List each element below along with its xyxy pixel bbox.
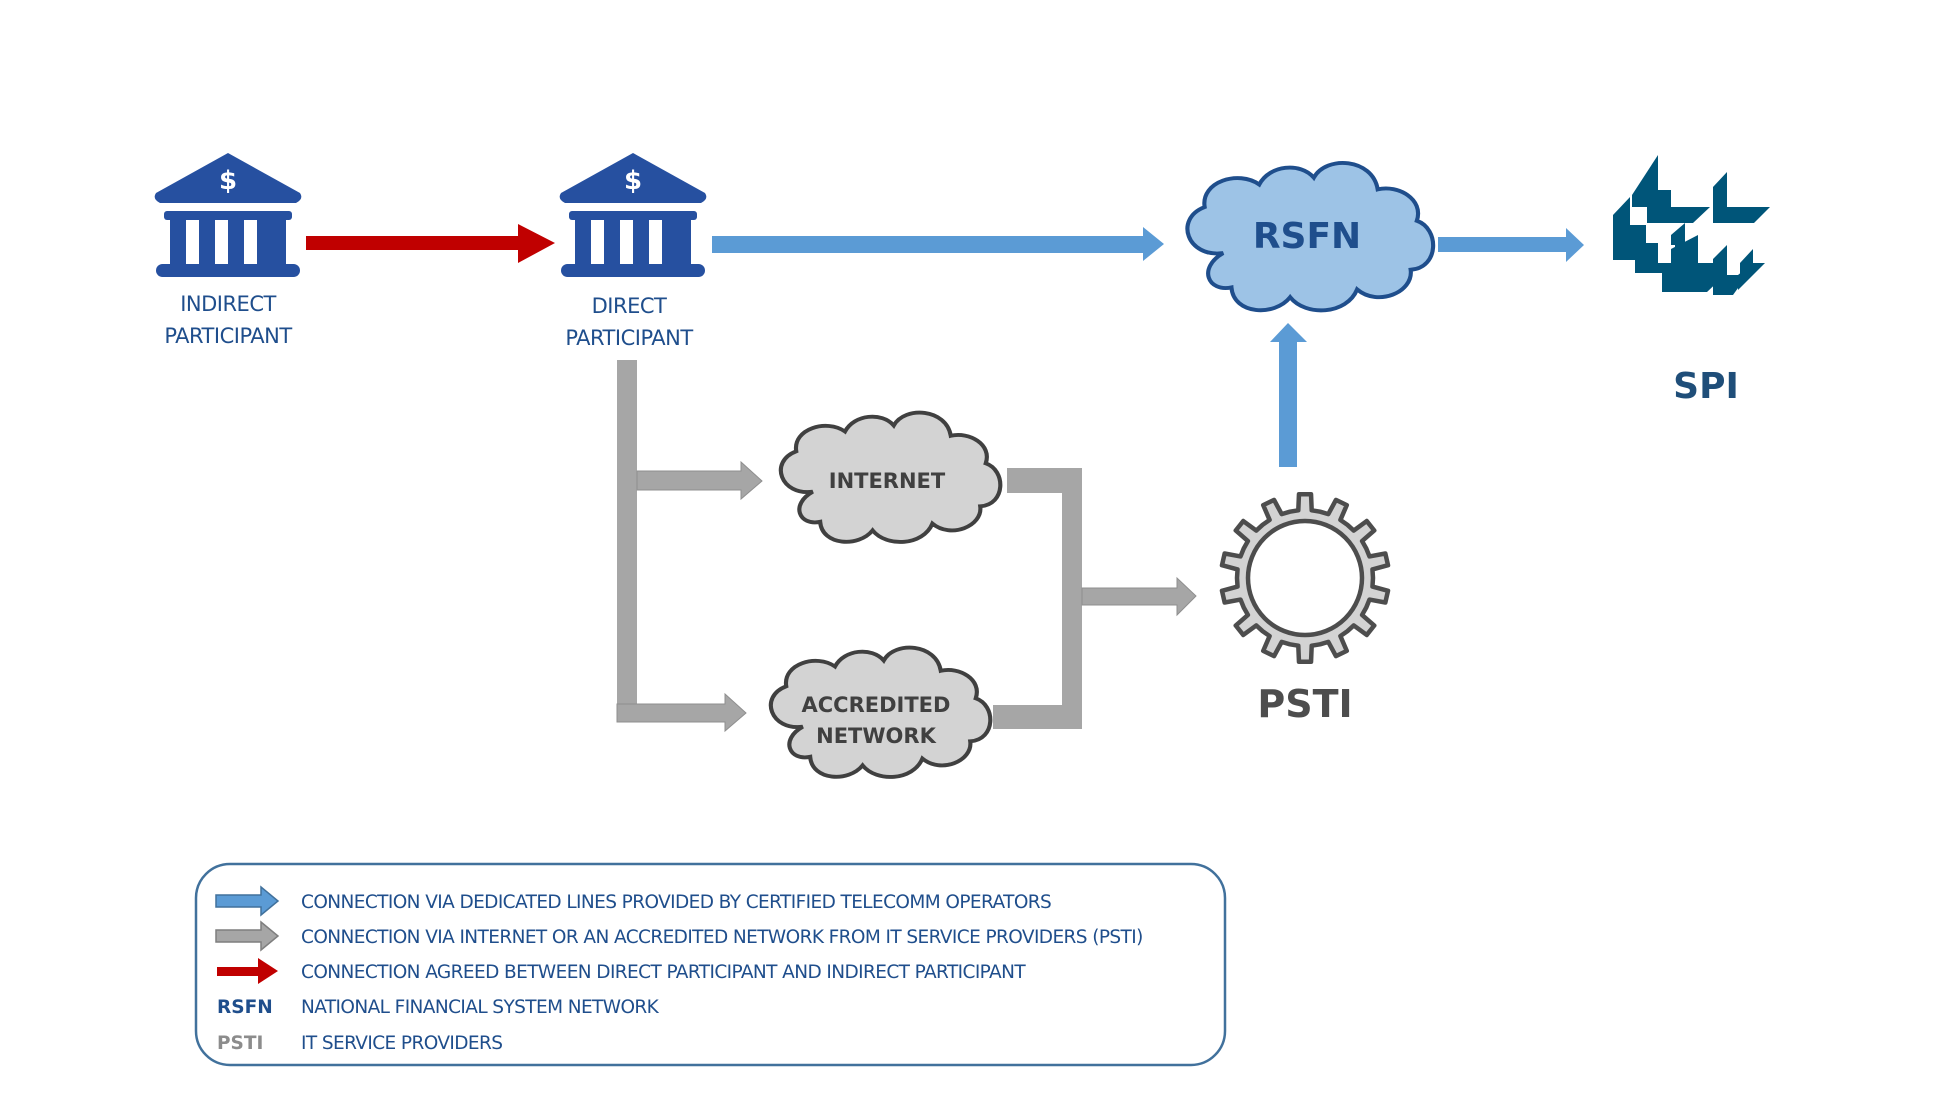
legend-text-psti-connection: CONNECTION VIA INTERNET OR AN ACCREDITED…: [301, 927, 1143, 948]
legend-item-agreed: CONNECTION AGREED BETWEEN DIRECT PARTICI…: [217, 958, 1027, 984]
legend-text-psti: IT SERVICE PROVIDERS: [301, 1033, 502, 1054]
legend-item-dedicated: CONNECTION VIA DEDICATED LINES PROVIDED …: [215, 885, 1052, 917]
dollar-sign-icon: $: [624, 166, 642, 196]
dollar-sign-icon: $: [219, 166, 237, 196]
indirect-participant-label-line1: INDIRECT: [180, 292, 276, 316]
legend-abbr-psti: PSTI: [217, 1033, 263, 1054]
legend-text-dedicated: CONNECTION VIA DEDICATED LINES PROVIDED …: [301, 892, 1051, 913]
legend-abbr-rsfn: RSFN: [217, 997, 273, 1018]
legend-item-psti: PSTI IT SERVICE PROVIDERS: [217, 1033, 503, 1054]
legend-blue-arrow-icon: [215, 885, 280, 917]
direct-participant-label-line1: DIRECT: [592, 294, 667, 318]
legend-grey-arrow-icon: [215, 920, 280, 952]
legend-text-agreed: CONNECTION AGREED BETWEEN DIRECT PARTICI…: [301, 962, 1026, 983]
psti-label: PSTI: [1257, 682, 1352, 726]
legend-red-arrow-icon: [217, 958, 278, 984]
legend-item-rsfn: RSFN NATIONAL FINANCIAL SYSTEM NETWORK: [217, 997, 660, 1018]
legend-box: [194, 862, 1227, 1067]
legend-text-rsfn: NATIONAL FINANCIAL SYSTEM NETWORK: [301, 997, 660, 1018]
accredited-network-label-line1: ACCREDITED: [802, 693, 951, 717]
spi-logo-icon: [1613, 155, 1770, 295]
indirect-participant-label-line2: PARTICIPANT: [164, 324, 292, 348]
dedicated-line-arrow-direct-to-rsfn: [712, 227, 1164, 261]
internet-label: INTERNET: [829, 469, 946, 493]
arrow-to-psti: [1081, 576, 1197, 617]
direct-participant-label-line2: PARTICIPANT: [565, 326, 693, 350]
accredited-network-label-line2: NETWORK: [816, 724, 936, 748]
psti-connector-from-direct: [616, 360, 763, 733]
spi-label: SPI: [1673, 366, 1739, 407]
psti-gear-icon: [1219, 491, 1391, 665]
legend-item-psti-connection: CONNECTION VIA INTERNET OR AN ACCREDITED…: [215, 920, 1143, 952]
arrow-to-internet: [636, 460, 763, 501]
dedicated-line-arrow-rsfn-to-spi: [1438, 228, 1584, 262]
direct-participant-bank-icon: $: [559, 153, 707, 277]
agreed-connection-arrow: [306, 224, 555, 263]
dedicated-line-arrow-psti-to-rsfn: [1270, 323, 1307, 467]
indirect-participant-bank-icon: $: [154, 153, 302, 277]
arrow-to-accredited-network: [616, 692, 747, 733]
legend: CONNECTION VIA DEDICATED LINES PROVIDED …: [194, 862, 1227, 1067]
rsfn-label: RSFN: [1253, 216, 1361, 257]
psti-connector-to-gear: [993, 468, 1197, 729]
